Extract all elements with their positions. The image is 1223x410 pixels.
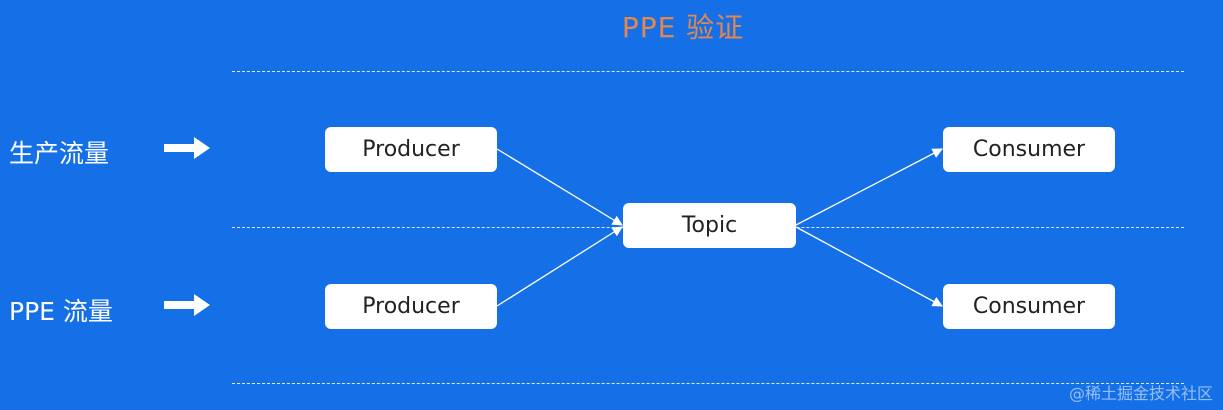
arrow-right-icon: [164, 137, 210, 159]
ppe-traffic-label: PPE 流量: [9, 297, 113, 326]
diagram-title: PPE 验证: [621, 11, 745, 44]
topic-to-consumer-bottom-arrow: [795, 226, 943, 307]
arrow-right-icon: [164, 294, 210, 316]
topic-node: Topic: [623, 203, 796, 248]
production-traffic-label: 生产流量: [9, 139, 110, 168]
topic-to-consumer-top-arrow: [795, 148, 943, 226]
consumer-top-node: Consumer: [943, 127, 1115, 172]
producer-top-to-topic-arrow: [496, 148, 623, 226]
consumer-bottom-node: Consumer: [943, 284, 1115, 329]
producer-bottom-node: Producer: [325, 284, 497, 329]
watermark: @稀土掘金技术社区: [1068, 384, 1213, 403]
top-divider: [232, 71, 1184, 72]
producer-top-node: Producer: [325, 127, 497, 172]
producer-bottom-to-topic-arrow: [496, 226, 623, 307]
bottom-divider: [232, 383, 1184, 384]
